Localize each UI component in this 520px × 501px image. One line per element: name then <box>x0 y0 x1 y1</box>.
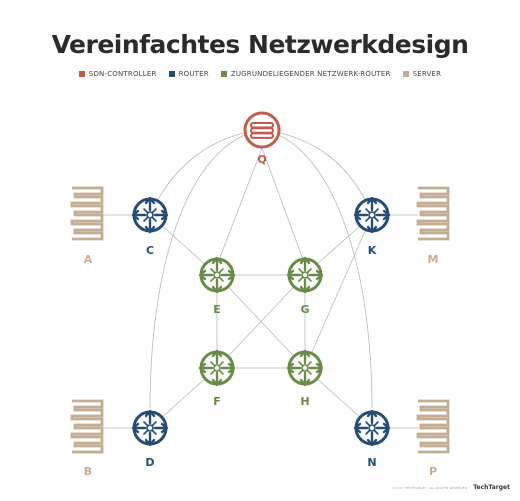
underlay-router-icon <box>200 351 234 385</box>
node-label-m: M <box>428 253 439 266</box>
node-label-f: F <box>213 395 221 408</box>
legend-swatch <box>220 71 227 77</box>
copyright-text: ©2017 TECHTARGET. ALL RIGHTS RESERVED <box>392 485 468 490</box>
node-label-g: G <box>300 303 309 316</box>
server-icon <box>416 399 450 454</box>
sdn-controller-icon <box>243 111 281 149</box>
node-label-b: B <box>84 465 92 478</box>
node-label-c: C <box>146 244 154 257</box>
router-icon <box>133 411 167 445</box>
node-label-k: K <box>368 244 377 257</box>
node-label-a: A <box>84 253 93 266</box>
link-q-k <box>279 132 373 216</box>
legend: SDN-CONTROLLER ROUTER ZUGRUNDELIEGENDER … <box>0 70 520 78</box>
connection-lines <box>102 129 418 429</box>
node-label-d: D <box>145 456 154 469</box>
legend-swatch <box>168 71 175 77</box>
underlay-router-icon <box>288 258 322 292</box>
legend-item-router: ROUTER <box>168 70 209 78</box>
server-icon <box>70 186 104 241</box>
router-icon <box>355 198 389 232</box>
server-icon <box>70 399 104 454</box>
node-label-e: E <box>213 303 221 316</box>
legend-swatch <box>402 71 409 77</box>
link-q-n <box>261 129 373 409</box>
link-q-e <box>216 147 263 266</box>
legend-item-sdn-controller: SDN-CONTROLLER <box>78 70 157 78</box>
server-icon <box>416 186 450 241</box>
node-label-p: P <box>429 465 437 478</box>
router-icon <box>355 411 389 445</box>
node-label-h: H <box>300 395 309 408</box>
legend-label: ROUTER <box>178 70 209 78</box>
link-q-g <box>261 147 306 266</box>
link-d-q <box>149 129 263 409</box>
legend-swatch <box>78 71 85 77</box>
brand-logo: TechTarget <box>473 484 510 491</box>
node-label-n: N <box>367 456 376 469</box>
footer: ©2017 TECHTARGET. ALL RIGHTS RESERVED Te… <box>392 484 510 491</box>
underlay-router-icon <box>200 258 234 292</box>
link-c-q <box>149 132 245 216</box>
link-g-f <box>216 274 306 369</box>
legend-label: SDN-CONTROLLER <box>88 70 157 78</box>
legend-label: ZUGRUNDELIEGENDER NETZWERK-ROUTER <box>230 70 391 78</box>
underlay-router-icon <box>288 351 322 385</box>
legend-label: SERVER <box>412 70 442 78</box>
diagram-title: Vereinfachtes Netzwerkdesign <box>51 30 469 59</box>
router-icon <box>133 198 167 232</box>
link-k-h <box>304 214 373 369</box>
legend-item-server: SERVER <box>402 70 442 78</box>
node-label-q: Q <box>257 153 266 166</box>
legend-item-underlay-router: ZUGRUNDELIEGENDER NETZWERK-ROUTER <box>220 70 391 78</box>
